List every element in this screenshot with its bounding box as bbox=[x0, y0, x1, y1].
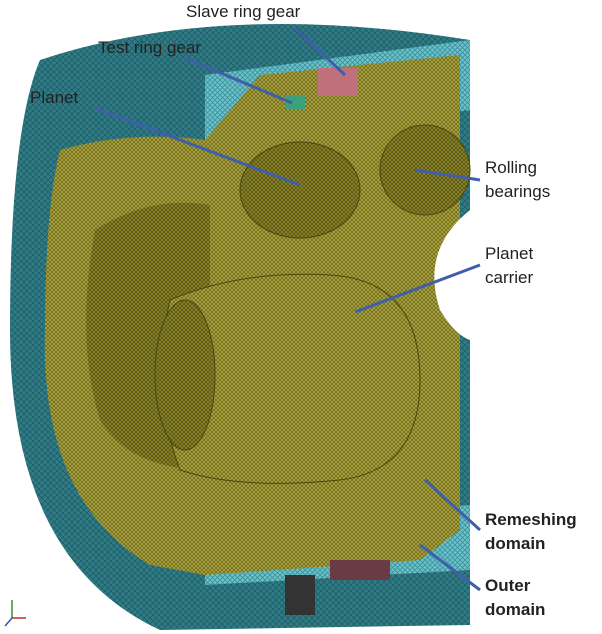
lower-gear-ring bbox=[330, 560, 390, 580]
label-planet: Planet bbox=[30, 88, 79, 107]
leader-lines bbox=[94, 26, 482, 592]
label-remeshing-domain: Remeshing domain bbox=[485, 508, 577, 556]
label-outer-domain: Outer domain bbox=[485, 574, 545, 622]
carrier-end-bearing bbox=[154, 299, 216, 451]
label-line: Planet bbox=[485, 244, 534, 263]
label-rolling-bearings: Rolling bearings bbox=[485, 156, 550, 204]
label-line: Rolling bbox=[485, 158, 537, 177]
test-ring-gear bbox=[285, 95, 305, 109]
label-test-ring-gear: Test ring gear bbox=[98, 38, 201, 57]
label-line: domain bbox=[485, 534, 546, 553]
label-line: bearings bbox=[485, 182, 551, 201]
slave-ring-gear bbox=[318, 68, 358, 96]
label-line: carrier bbox=[485, 268, 534, 287]
axis-triad-icon bbox=[4, 600, 26, 627]
planet-carrier-body bbox=[161, 273, 421, 484]
label-line: domain bbox=[485, 600, 546, 619]
label-slave-ring-gear: Slave ring gear bbox=[186, 2, 301, 21]
label-planet-carrier: Planet carrier bbox=[485, 242, 533, 290]
label-line: Remeshing bbox=[485, 510, 577, 529]
lower-slot bbox=[285, 575, 315, 615]
planet-gear bbox=[239, 124, 471, 239]
label-line: Outer bbox=[485, 576, 531, 595]
